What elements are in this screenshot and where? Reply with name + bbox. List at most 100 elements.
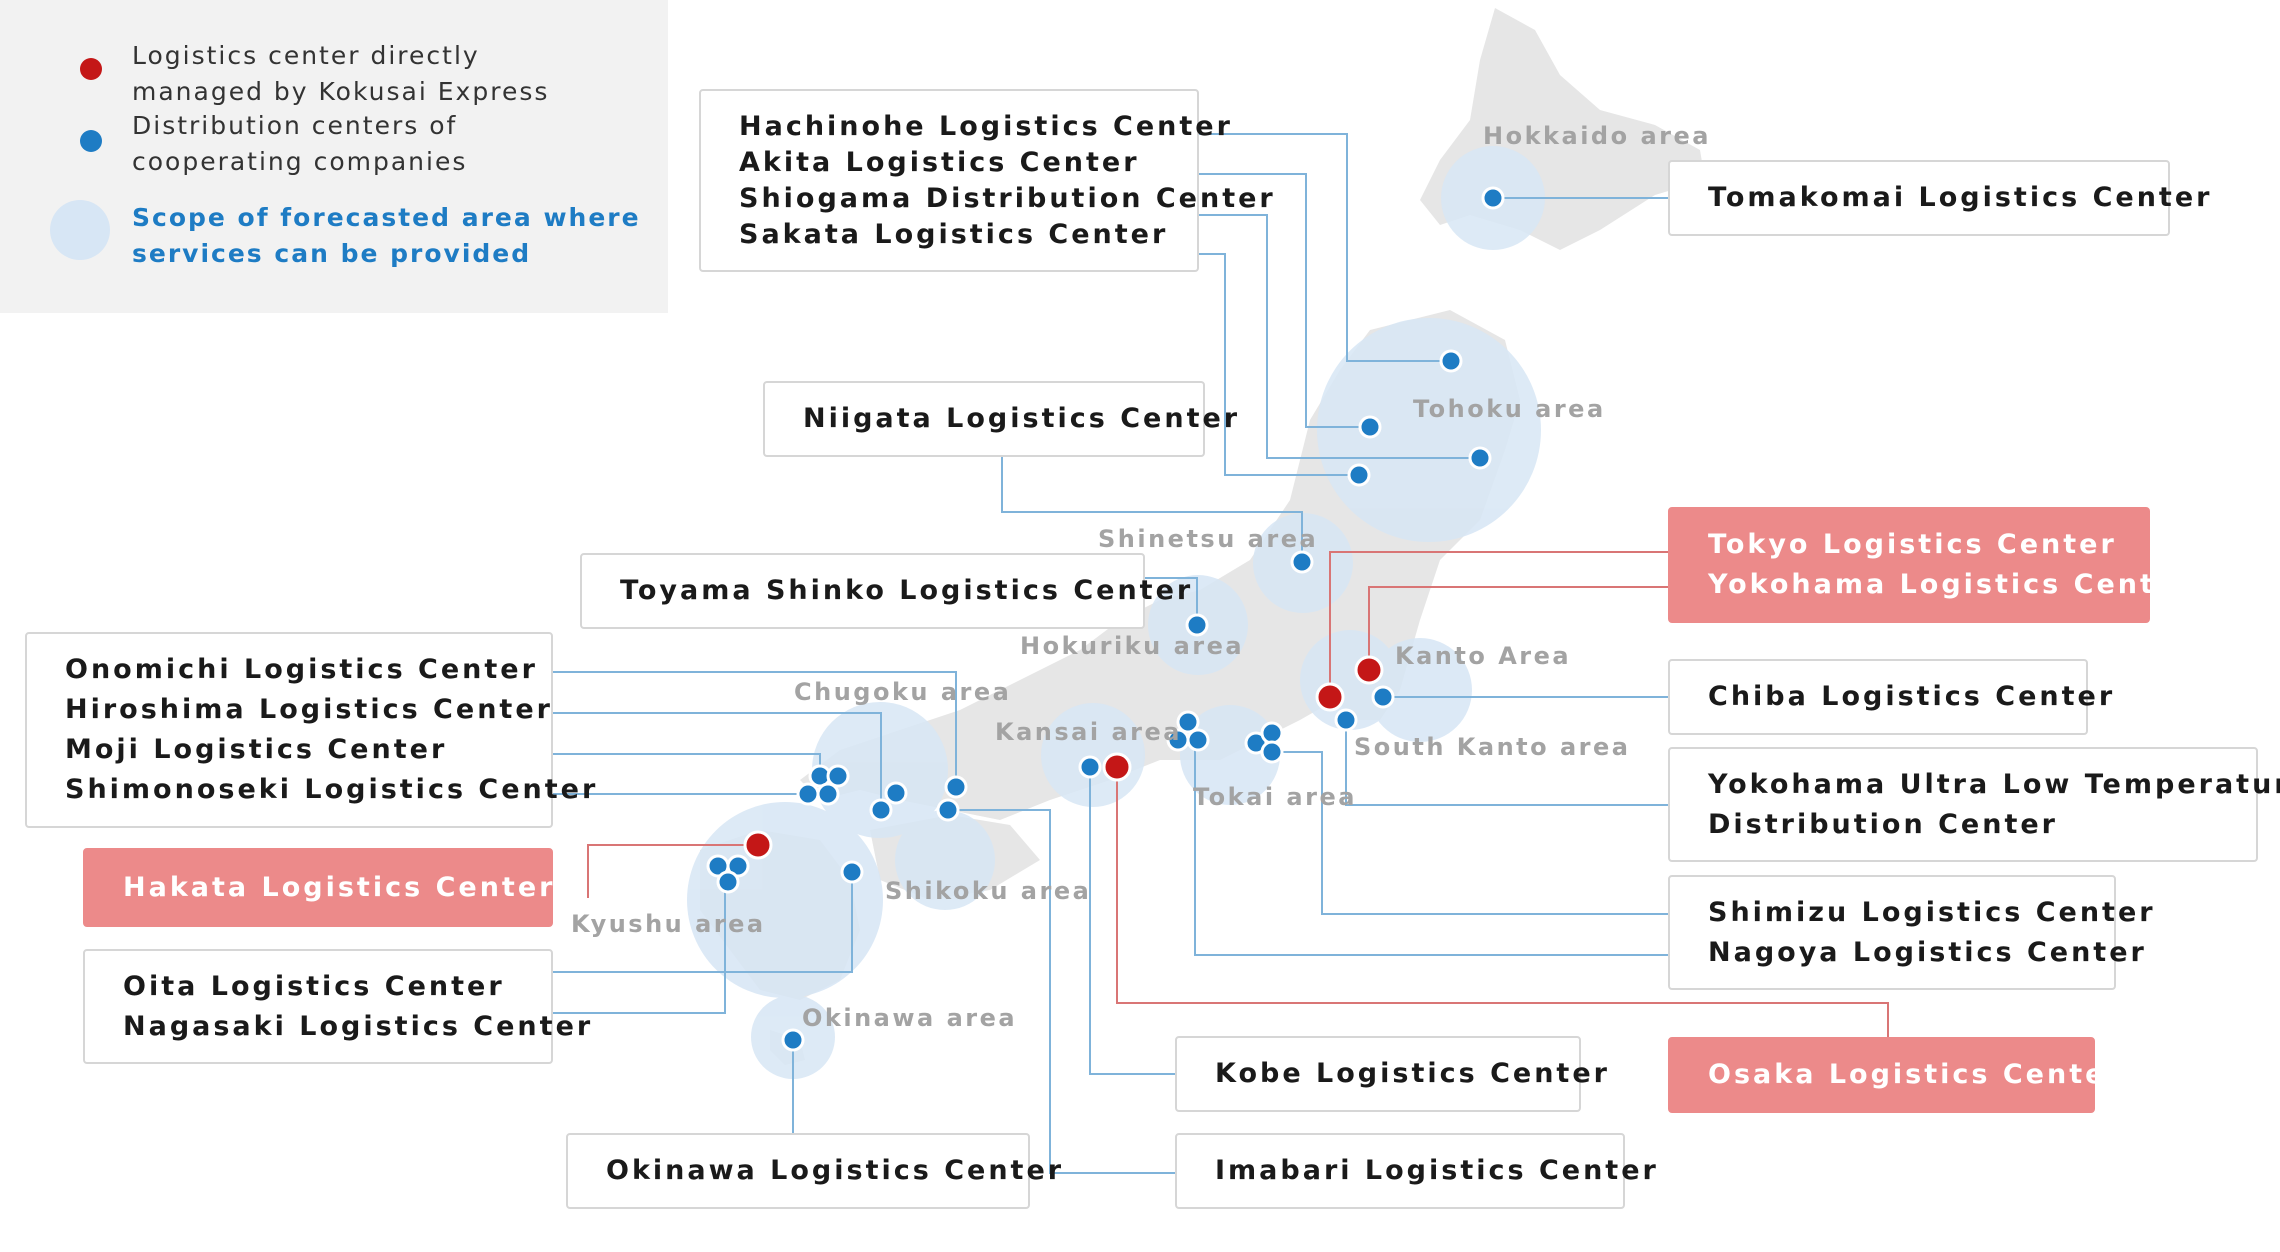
- area-label-kyushu: Kyushu area: [571, 910, 766, 938]
- area-label-tohoku: Tohoku area: [1413, 395, 1606, 423]
- label-hakata: Hakata Logistics Center: [123, 871, 556, 903]
- box-chugoku-group: Onomichi Logistics Center Hiroshima Logi…: [25, 632, 599, 828]
- label-akita: Akita Logistics Center: [739, 146, 1140, 178]
- box-yokohama-ult: Yokohama Ultra Low Temperature Distribut…: [1668, 747, 2280, 862]
- scope-tohoku: [1317, 318, 1541, 542]
- connectors-red: [587, 551, 1889, 1038]
- marker-yokohama-ult: [1334, 708, 1358, 732]
- marker-hiroshima-a: [884, 781, 908, 805]
- area-label-tokai: Tokai area: [1193, 783, 1357, 811]
- label-tomakomai: Tomakomai Logistics Center: [1708, 182, 2213, 213]
- label-imabari: Imabari Logistics Center: [1215, 1155, 1659, 1186]
- line-imabari: [948, 809, 1175, 1174]
- line-sakata: [1199, 253, 1359, 476]
- line-toyama: [1145, 577, 1198, 625]
- legend-cooperating: Distribution centers of cooperating comp…: [80, 108, 532, 180]
- marker-shiogama: [1468, 446, 1492, 470]
- marker-chiba: [1371, 685, 1395, 709]
- marker-sakata: [1347, 463, 1371, 487]
- marker-tomakomai: [1481, 186, 1505, 210]
- line-hachinohe: [1199, 133, 1451, 362]
- line-akita: [1199, 173, 1370, 428]
- line-kobe: [1089, 767, 1175, 1075]
- marker-toyama: [1185, 613, 1209, 637]
- line-niigata: [1001, 457, 1303, 562]
- scope-kyushu: [687, 802, 883, 998]
- marker-niigata: [1290, 550, 1314, 574]
- legend-managed-label: Logistics center directly managed by Kok…: [132, 41, 550, 106]
- area-label-shinetsu: Shinetsu area: [1098, 525, 1319, 553]
- box-kobe: Kobe Logistics Center: [1175, 1036, 1610, 1112]
- label-osaka: Osaka Logistics Center: [1708, 1059, 2123, 1090]
- label-nagoya: Nagoya Logistics Center: [1708, 936, 2147, 968]
- line-hakata: [587, 844, 758, 898]
- box-kyushu-group: Oita Logistics Center Nagasaki Logistics…: [83, 949, 594, 1064]
- marker-hiroshima-b: [869, 798, 893, 822]
- scope-tokai: [1180, 705, 1280, 805]
- area-label-kanto: Kanto Area: [1395, 642, 1572, 670]
- legend-scope: Scope of forecasted area where services …: [50, 200, 652, 272]
- box-niigata: Niigata Logistics Center: [763, 381, 1241, 457]
- box-shimizu-nagoya: Shimizu Logistics Center Nagoya Logistic…: [1668, 875, 2156, 990]
- blue-dot-icon: [80, 130, 102, 152]
- scope-circle-icon: [50, 200, 110, 260]
- line-shiogama: [1199, 214, 1480, 459]
- marker-tokyo: [1315, 682, 1345, 712]
- area-label-south-kanto: South Kanto area: [1354, 733, 1631, 761]
- box-toyama: Toyama Shinko Logistics Center: [580, 553, 1194, 629]
- label-hiroshima: Hiroshima Logistics Center: [65, 694, 553, 725]
- legend-managed: Logistics center directly managed by Kok…: [80, 38, 602, 110]
- marker-shimizu-c: [1260, 740, 1284, 764]
- connectors-blue: [553, 133, 1668, 1174]
- label-shiogama: Shiogama Distribution Center: [739, 182, 1276, 214]
- marker-hakata: [743, 830, 773, 860]
- marker-osaka: [1102, 752, 1132, 782]
- label-hachinohe: Hachinohe Logistics Center: [739, 110, 1233, 142]
- label-oita: Oita Logistics Center: [123, 970, 505, 1002]
- label-onomichi: Onomichi Logistics Center: [65, 654, 538, 685]
- area-label-okinawa: Okinawa area: [802, 1004, 1018, 1032]
- marker-nagasaki-b: [726, 854, 750, 878]
- line-hiroshima: [553, 712, 882, 805]
- label-nagasaki: Nagasaki Logistics Center: [123, 1010, 594, 1042]
- line-osaka: [1116, 767, 1889, 1038]
- marker-shimonoseki-b: [816, 782, 840, 806]
- marker-akita: [1358, 415, 1382, 439]
- label-tokyo: Tokyo Logistics Center: [1708, 529, 2117, 560]
- line-shimizu: [1272, 751, 1668, 915]
- label-kobe: Kobe Logistics Center: [1215, 1058, 1610, 1089]
- line-nagasaki: [553, 882, 726, 1014]
- label-shimonoseki: Shimonoseki Logistics Center: [65, 774, 599, 805]
- area-label-hokkaido: Hokkaido area: [1483, 122, 1711, 150]
- line-tokyo: [1329, 551, 1668, 697]
- line-onomichi: [553, 671, 957, 787]
- marker-nagasaki-c: [716, 870, 740, 894]
- label-okinawa: Okinawa Logistics Center: [606, 1155, 1065, 1186]
- label-shimizu: Shimizu Logistics Center: [1708, 896, 2156, 928]
- label-moji: Moji Logistics Center: [65, 734, 448, 765]
- line-moji: [553, 753, 821, 776]
- marker-nagoya-c: [1186, 728, 1210, 752]
- marker-hachinohe: [1439, 349, 1463, 373]
- box-okinawa: Okinawa Logistics Center: [566, 1133, 1065, 1209]
- box-osaka: Osaka Logistics Center: [1668, 1037, 2123, 1113]
- label-sakata: Sakata Logistics Center: [739, 218, 1169, 250]
- label-yokohama-ult-1: Yokohama Ultra Low Temperature: [1708, 768, 2280, 800]
- marker-moji-b: [826, 764, 850, 788]
- line-oita: [553, 872, 853, 973]
- center-markers: [706, 186, 1505, 1052]
- line-yokohama: [1368, 586, 1668, 670]
- area-label-hokuriku: Hokuriku area: [1020, 632, 1245, 660]
- box-imabari: Imabari Logistics Center: [1175, 1133, 1659, 1209]
- label-toyama: Toyama Shinko Logistics Center: [620, 575, 1194, 606]
- scope-south-kanto: [1368, 638, 1472, 742]
- marker-shimonoseki-a: [796, 782, 820, 806]
- label-niigata: Niigata Logistics Center: [803, 403, 1241, 434]
- area-label-shikoku: Shikoku area: [885, 877, 1092, 905]
- label-yokohama: Yokohama Logistics Center: [1708, 569, 2194, 600]
- box-chiba: Chiba Logistics Center: [1668, 659, 2112, 735]
- line-yokohama-ult: [1345, 720, 1668, 806]
- line-nagoya: [1194, 737, 1668, 956]
